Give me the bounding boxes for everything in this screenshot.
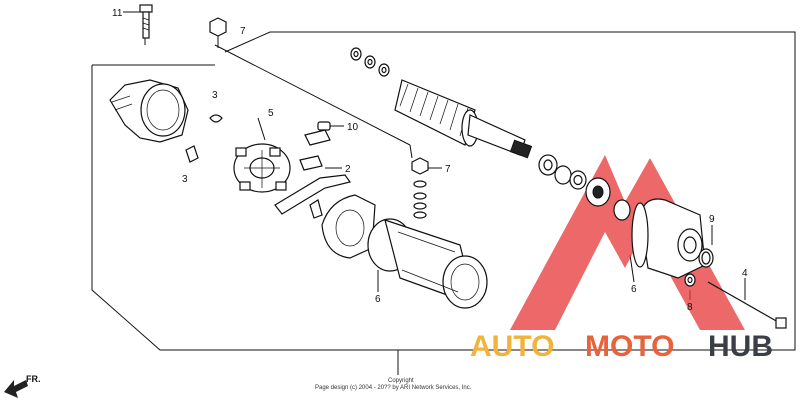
clip-3a <box>209 114 223 123</box>
yoke-shield <box>321 194 376 259</box>
brush-2 <box>274 129 352 219</box>
frame <box>91 31 796 375</box>
callout-9: 9 <box>709 214 715 225</box>
callout-3-lower: 3 <box>182 174 188 185</box>
callout-3-upper: 3 <box>212 90 218 101</box>
callout-6-drive: 6 <box>631 284 637 295</box>
callout-7-top: 7 <box>240 26 246 37</box>
callout-2: 2 <box>345 164 351 175</box>
logo-hub: HUB <box>708 330 773 363</box>
callout-11: 11 <box>112 8 123 19</box>
washer-8 <box>684 273 696 287</box>
brush-holder-5 <box>233 143 291 193</box>
footer-copyright: Copyright Page design (c) 2004 - 20?? by… <box>315 378 472 391</box>
logo-moto: MOTO <box>585 330 674 363</box>
brush-10 <box>317 121 331 131</box>
callout-10: 10 <box>347 122 359 133</box>
ring-9 <box>698 248 714 268</box>
washer-stack <box>411 157 429 219</box>
end-cover-housing <box>109 79 189 143</box>
drive-housing-6 <box>631 198 706 279</box>
callout-6-yoke: 6 <box>375 294 381 305</box>
callout-4: 4 <box>742 268 748 279</box>
nut-7-top <box>209 17 227 48</box>
armature-washers <box>350 47 390 77</box>
clip-3b <box>185 145 199 163</box>
gear-washers <box>538 154 587 190</box>
watermark-logo: AUTO MOTO HUB <box>470 330 773 363</box>
front-label: FR. <box>26 374 41 384</box>
copyright-line-2: Page design (c) 2004 - 20?? by ARI Netwo… <box>315 385 472 391</box>
front-direction-arrow: FR. <box>4 374 41 398</box>
callout-labels: 11 7 3 5 10 2 3 7 6 9 6 4 8 <box>112 8 748 313</box>
logo-auto: AUTO <box>470 330 554 363</box>
pinion-gear <box>585 177 631 221</box>
yoke-6 <box>367 218 488 309</box>
callout-5: 5 <box>268 108 274 119</box>
callout-7-middle: 7 <box>445 164 451 175</box>
watermark-triangle <box>510 155 745 330</box>
callout-8: 8 <box>687 302 693 313</box>
through-bolt-4 <box>707 281 787 329</box>
bolt-11 <box>139 4 153 39</box>
copyright-line-1: Copyright <box>388 378 414 384</box>
armature <box>394 79 533 159</box>
